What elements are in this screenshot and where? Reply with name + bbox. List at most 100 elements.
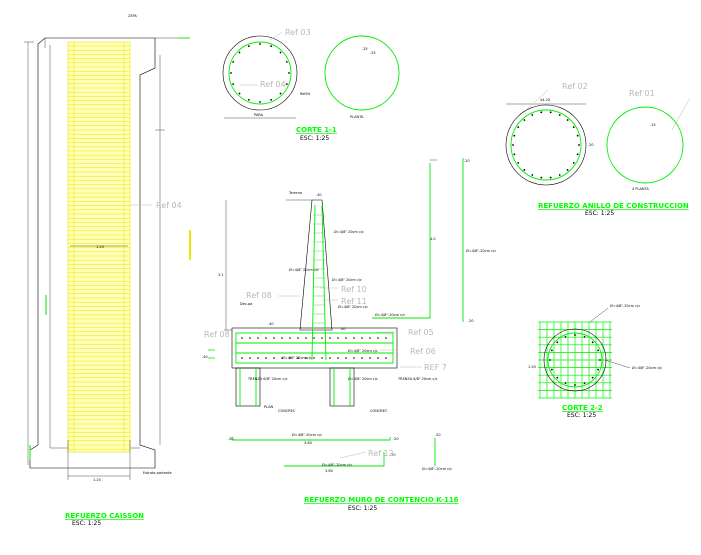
svg-text:Estrato portante: Estrato portante [143, 471, 172, 475]
svg-text:Ø=4/8"-20cm c/c: Ø=4/8"-20cm c/c [422, 466, 452, 471]
rebar-dot [558, 174, 561, 176]
svg-text:Ø=4/8" 20cm c/c: Ø=4/8" 20cm c/c [334, 229, 364, 234]
rebar-dot [337, 357, 339, 359]
svg-text:Ø=4/8"-20cm c/c: Ø=4/8"-20cm c/c [322, 462, 352, 467]
rebar-dot [591, 341, 594, 344]
rebar-dot [549, 359, 551, 361]
muro-ref-06: Ref 06 [410, 347, 436, 356]
rebar-dot [273, 357, 275, 359]
footing-dots [241, 337, 387, 359]
svg-text:4 PLANTA: 4 PLANTA [632, 187, 649, 191]
rebar-dot [297, 357, 299, 359]
rebar-dot [297, 337, 299, 339]
rebar-dot [377, 357, 379, 359]
rebar-dot [583, 382, 586, 384]
rebar-dot [289, 337, 291, 339]
rebar-dot [337, 337, 339, 339]
muro-ref-07: REF 7 [424, 363, 447, 372]
rebar-dot [574, 384, 576, 386]
rebar-dot [517, 126, 520, 129]
rebar-dot [566, 169, 569, 171]
corte-1-1-section: PARA PLANTA Ref04 .25 .25 Ref 03 Ref 04 [222, 28, 400, 119]
rebar-dot [321, 337, 323, 339]
muro-scale: ESC: 1:25 [348, 505, 377, 512]
rebar-dot [238, 92, 241, 95]
rebar-dot [512, 144, 514, 146]
rebar-dot [540, 111, 543, 114]
svg-text:Ø=4/8" 20cm c/c: Ø=4/8" 20cm c/c [338, 304, 368, 309]
rebar-dot [288, 72, 290, 74]
svg-text:Terreno: Terreno [288, 191, 302, 195]
corte11-ref-04: Ref 04 [260, 80, 286, 89]
rebar-dot [248, 98, 250, 101]
svg-text:3.1: 3.1 [218, 273, 224, 277]
rebar-dot [574, 334, 576, 336]
rebar-dot [259, 101, 261, 103]
corte-2-2-section: Ø=4/8"-20cm c/c Ø=4/8"-20cm c/c 1.50 [528, 303, 662, 399]
rebar-dot [523, 119, 526, 121]
rebar-dot [285, 83, 288, 85]
rebar-dot [531, 114, 534, 116]
rebar-dot [279, 51, 282, 54]
svg-text:1.20: 1.20 [96, 245, 104, 249]
rebar-dot [249, 337, 251, 339]
rebar-dot [597, 349, 599, 352]
svg-text:4.0: 4.0 [430, 237, 436, 241]
rebar-dot [281, 337, 283, 339]
svg-text:.20: .20 [588, 143, 594, 147]
rebar-dot [232, 83, 235, 85]
rebar-dot [369, 337, 371, 339]
muro-ref-08-b: Ref 08 [204, 330, 230, 339]
rebar-dot [578, 144, 580, 146]
rebar-dot [345, 337, 347, 339]
rebar-dot [531, 174, 534, 176]
anillo-scale: ESC: 1:25 [585, 210, 614, 217]
caisson-hoops [68, 45, 130, 450]
rebar-dot [572, 126, 575, 129]
svg-text:.40: .40 [268, 322, 274, 326]
svg-text:PARA: PARA [254, 113, 264, 117]
caisson-title: REFUERZO CAISSON [65, 512, 144, 520]
muro-ref-10: Ref 10 [341, 285, 367, 294]
svg-text:Dec-pa: Dec-pa [240, 302, 252, 306]
corte22-bars [549, 334, 601, 386]
rebar-dot [259, 43, 261, 45]
rebar-dot [232, 61, 235, 63]
rebar-dot [599, 359, 601, 361]
rebar-dot [270, 45, 272, 48]
rebar-dot [385, 357, 387, 359]
rebar-dot [305, 337, 307, 339]
corte22-scale: ESC: 1:25 [567, 412, 596, 419]
corte22-grid [538, 321, 612, 399]
rebar-dot [517, 161, 520, 164]
muro-ref-08-a: Ref 08 [246, 291, 272, 300]
svg-text:1.50: 1.50 [528, 365, 536, 369]
rebar-dot [285, 61, 288, 63]
rebar-dot [558, 114, 561, 116]
rebar-dot [257, 337, 259, 339]
rebar-dot [321, 357, 323, 359]
rebar-dot [361, 357, 363, 359]
rebar-dot [249, 357, 251, 359]
rebar-dot [353, 337, 355, 339]
rebar-dot [540, 176, 543, 179]
muro-ref-11: Ref 11 [341, 297, 367, 306]
rebar-dot [241, 357, 243, 359]
svg-text:Ø=4/8" 20cm c/c: Ø=4/8" 20cm c/c [332, 277, 362, 282]
svg-text:Ref04: Ref04 [300, 92, 311, 96]
svg-text:3.60: 3.60 [325, 469, 333, 473]
svg-text:PLAN: PLAN [264, 405, 274, 409]
anillo-ref-02: Ref 02 [562, 82, 588, 91]
muro-ref-12: Ref 12 [368, 449, 394, 458]
svg-text:.20: .20 [464, 159, 470, 163]
rebar-dot [265, 337, 267, 339]
rebar-dot [248, 45, 250, 48]
caisson-ref-04: Ref 04 [156, 201, 182, 210]
svg-text:Ø=4/8" 20cm c/c: Ø=4/8" 20cm c/c [289, 267, 319, 272]
rebar-dot [566, 119, 569, 121]
anillo-title: REFUERZO ANILLO DE CONSTRUCCION [538, 202, 689, 210]
rebar-dot [591, 376, 594, 379]
svg-text:Ø=4/8"-20cm c/c: Ø=4/8"-20cm c/c [466, 248, 496, 253]
rebar-dot [523, 169, 526, 171]
svg-text:Ø=4/8"-20cm c/c: Ø=4/8"-20cm c/c [292, 432, 322, 437]
